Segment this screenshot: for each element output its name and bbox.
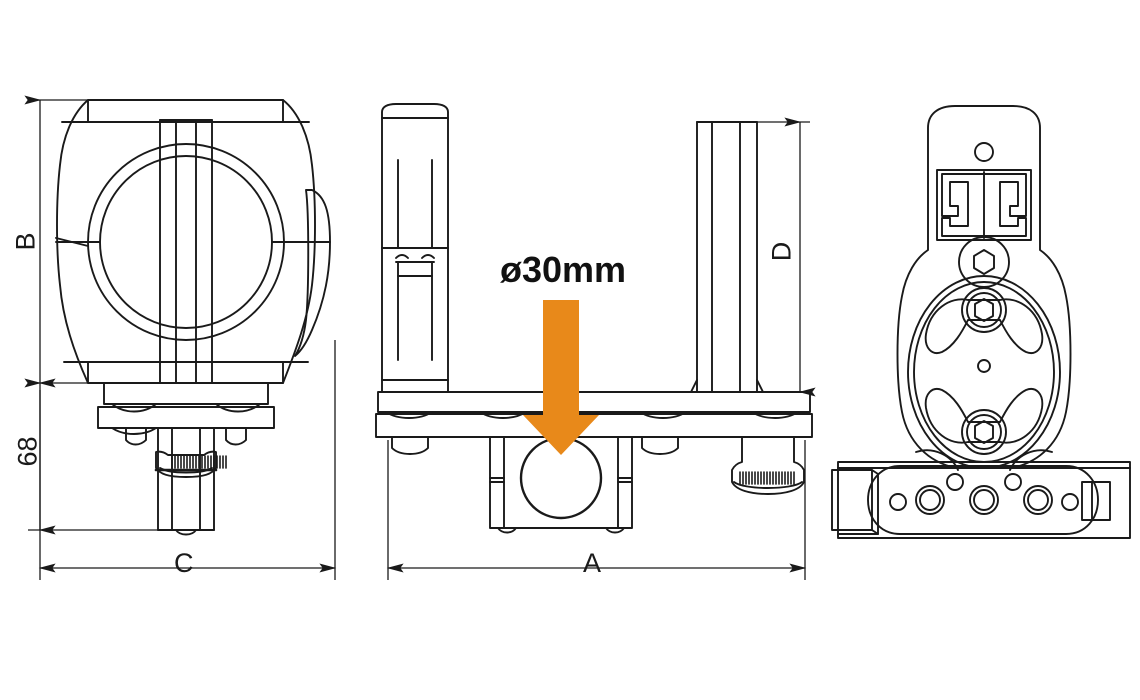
dimension-label-C: C [174,548,194,578]
dimension-label-68: 68 [12,436,43,467]
dimension-lines [24,95,816,580]
dimension-label-A: A [583,548,602,578]
side-view-geometry [375,103,813,534]
dimension-label-D: D [766,241,797,262]
front-view-geometry [55,99,331,536]
bore-diameter-callout-label: ø30mm [500,249,627,290]
plan-view-geometry [831,105,1131,539]
callout-arrow [523,300,599,455]
dimension-label-B: B [10,232,41,251]
